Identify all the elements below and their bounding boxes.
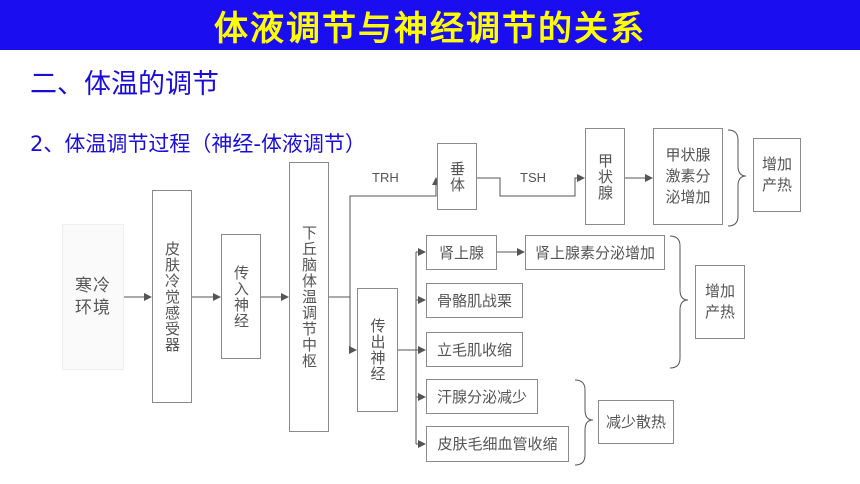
erector-label: 立毛肌收缩 xyxy=(436,340,512,359)
brace-bottom xyxy=(574,379,594,466)
title-bar: 体液调节与神经调节的关系 xyxy=(0,0,860,50)
heat-gain-top-label: 增加产热 xyxy=(761,155,792,194)
thyroid-hormone-box: 甲状腺激素分泌增加 xyxy=(653,128,723,225)
adrenaline-box: 肾上腺素分泌增加 xyxy=(525,235,665,270)
adrenal-label: 肾上腺 xyxy=(438,243,484,262)
slide-title: 体液调节与神经调节的关系 xyxy=(214,8,646,49)
adrenal-box: 肾上腺 xyxy=(426,235,497,270)
afferent-label: 传入神经 xyxy=(232,264,250,329)
erector-box: 立毛肌收缩 xyxy=(426,332,523,367)
heat-loss-box: 减少散热 xyxy=(598,400,674,444)
sweat-label: 汗腺分泌减少 xyxy=(436,387,527,406)
afferent-box: 传入神经 xyxy=(221,234,261,359)
stimulus-label: 寒冷环境 xyxy=(75,276,111,318)
brace-middle xyxy=(669,235,689,369)
center-box: 下丘脑体温调节中枢 xyxy=(289,162,329,432)
pituitary-box: 垂体 xyxy=(437,143,477,210)
stimulus-box: 寒冷环境 xyxy=(62,224,124,370)
heat-gain-top-box: 增加产热 xyxy=(753,138,801,212)
vessel-box: 皮肤毛细血管收缩 xyxy=(426,426,569,462)
receptor-box: 皮肤冷觉感受器 xyxy=(152,190,192,403)
section-heading: 二、体温的调节 xyxy=(30,69,219,100)
arrow-center-efferent xyxy=(349,297,357,354)
thyroid-hormone-label: 甲状腺激素分泌增加 xyxy=(665,146,711,206)
receptor-label: 皮肤冷觉感受器 xyxy=(163,240,181,353)
adrenaline-label: 肾上腺素分泌增加 xyxy=(534,243,655,262)
center-label: 下丘脑体温调节中枢 xyxy=(300,225,318,369)
heat-gain-mid-box: 增加产热 xyxy=(695,265,745,339)
thyroid-box: 甲状腺 xyxy=(585,128,625,225)
tsh-label: TSH xyxy=(520,170,546,185)
vessel-label: 皮肤毛细血管收缩 xyxy=(437,435,558,453)
pituitary-label: 垂体 xyxy=(448,160,466,193)
subsection-heading: 2、体温调节过程（神经-体液调节） xyxy=(30,132,366,156)
heat-loss-label: 减少散热 xyxy=(605,413,666,431)
efferent-label: 传出神经 xyxy=(368,318,387,382)
brace-top xyxy=(727,129,747,227)
arrow-center-pituitary xyxy=(329,177,440,298)
shiver-box: 骨骼肌战栗 xyxy=(426,283,523,318)
thyroid-label: 甲状腺 xyxy=(596,152,614,201)
trh-label: TRH xyxy=(372,170,399,185)
arrow-pituitary-thyroid xyxy=(477,174,585,197)
sweat-box: 汗腺分泌减少 xyxy=(426,379,538,414)
efferent-box: 传出神经 xyxy=(357,288,398,412)
shiver-label: 骨骼肌战栗 xyxy=(436,291,512,310)
heat-gain-mid-label: 增加产热 xyxy=(704,282,735,321)
